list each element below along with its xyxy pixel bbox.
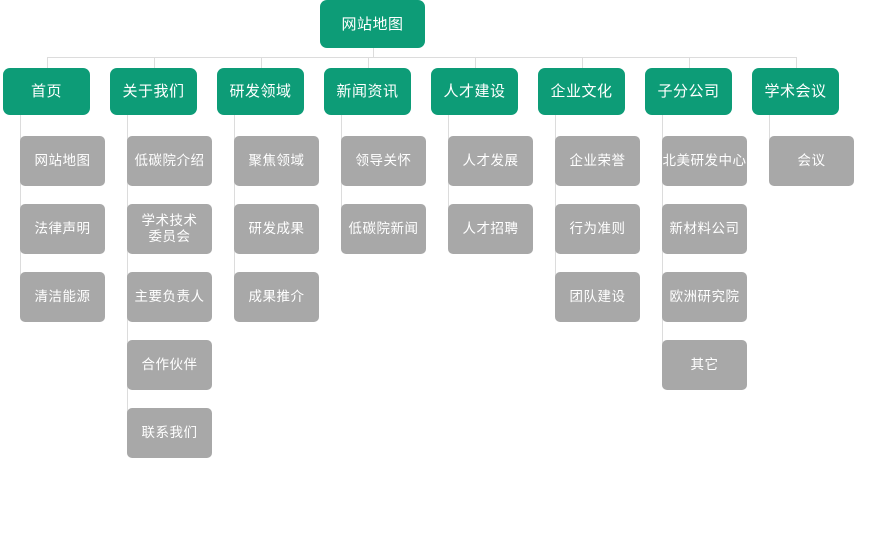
subpage-node-label: 领导关怀 [355,152,412,169]
subpage-node-label: 人才招聘 [462,220,519,237]
subpage-node[interactable]: 清洁能源 [20,272,105,322]
subpage-node-label: 研发成果 [248,220,305,237]
category-node-2[interactable]: 关于我们 [110,68,197,115]
subpage-node-label: 成果推介 [248,288,305,305]
subpage-node-label: 法律声明 [34,220,91,237]
subpage-node-label: 其它 [690,356,719,373]
subpage-node[interactable]: 人才招聘 [448,204,533,254]
subpage-node[interactable]: 领导关怀 [341,136,426,186]
subpage-node[interactable]: 其它 [662,340,747,390]
subpage-node[interactable]: 北美研发中心 [662,136,747,186]
category-node-4[interactable]: 新闻资讯 [324,68,411,115]
subpage-node-label: 低碳院新闻 [348,220,419,237]
subpage-node-label: 合作伙伴 [141,356,198,373]
category-node-1[interactable]: 首页 [3,68,90,115]
category-node-8[interactable]: 学术会议 [752,68,839,115]
subpage-node-label: 联系我们 [141,424,198,441]
subpage-node[interactable]: 法律声明 [20,204,105,254]
subpage-node-label: 网站地图 [34,152,91,169]
category-node-7[interactable]: 子分公司 [645,68,732,115]
subpage-node[interactable]: 主要负责人 [127,272,212,322]
subpage-node[interactable]: 合作伙伴 [127,340,212,390]
category-node-label: 研发领域 [229,82,292,101]
subpage-node-label: 学术技术 委员会 [141,212,198,245]
category-node-label: 人才建设 [443,82,506,101]
branch-drop-connector [47,57,48,68]
subpage-node-label: 聚焦领域 [248,152,305,169]
subpage-node[interactable]: 低碳院新闻 [341,204,426,254]
category-node-6[interactable]: 企业文化 [538,68,625,115]
subpage-node-label: 团队建设 [569,288,626,305]
category-node-label: 企业文化 [550,82,613,101]
category-node-label: 关于我们 [122,82,185,101]
subpage-node-label: 行为准则 [569,220,626,237]
subpage-node-label: 主要负责人 [134,288,205,305]
subpage-node[interactable]: 欧洲研究院 [662,272,747,322]
branch-drop-connector [475,57,476,68]
category-node-3[interactable]: 研发领域 [217,68,304,115]
subpage-node[interactable]: 新材料公司 [662,204,747,254]
subpage-node[interactable]: 会议 [769,136,854,186]
category-node-label: 新闻资讯 [336,82,399,101]
subpage-node-label: 新材料公司 [669,220,740,237]
category-node-label: 首页 [30,82,62,101]
subpage-node[interactable]: 成果推介 [234,272,319,322]
root-stem-connector [373,48,374,57]
category-node-label: 子分公司 [657,82,720,101]
subpage-node-label: 企业荣誉 [569,152,626,169]
branch-drop-connector [368,57,369,68]
subpage-node-label: 欧洲研究院 [669,288,740,305]
branch-drop-connector [582,57,583,68]
root-bus-connector [47,57,796,58]
subpage-node[interactable]: 联系我们 [127,408,212,458]
subpage-node[interactable]: 企业荣誉 [555,136,640,186]
subpage-node[interactable]: 聚焦领域 [234,136,319,186]
subpage-node[interactable]: 团队建设 [555,272,640,322]
branch-drop-connector [796,57,797,68]
subpage-node-label: 北美研发中心 [662,152,747,169]
subpage-node-label: 人才发展 [462,152,519,169]
subpage-node[interactable]: 学术技术 委员会 [127,204,212,254]
branch-drop-connector [154,57,155,68]
root-node-label: 网站地图 [341,14,404,33]
subpage-node[interactable]: 行为准则 [555,204,640,254]
subpage-node-label: 会议 [797,152,826,169]
subpage-node[interactable]: 研发成果 [234,204,319,254]
subpage-node[interactable]: 网站地图 [20,136,105,186]
subpage-node[interactable]: 低碳院介绍 [127,136,212,186]
root-node-sitemap[interactable]: 网站地图 [320,0,425,48]
subpage-node-label: 清洁能源 [34,288,91,305]
subpage-node-label: 低碳院介绍 [134,152,205,169]
branch-drop-connector [689,57,690,68]
category-node-5[interactable]: 人才建设 [431,68,518,115]
subpage-node[interactable]: 人才发展 [448,136,533,186]
category-node-label: 学术会议 [764,82,827,101]
branch-drop-connector [261,57,262,68]
